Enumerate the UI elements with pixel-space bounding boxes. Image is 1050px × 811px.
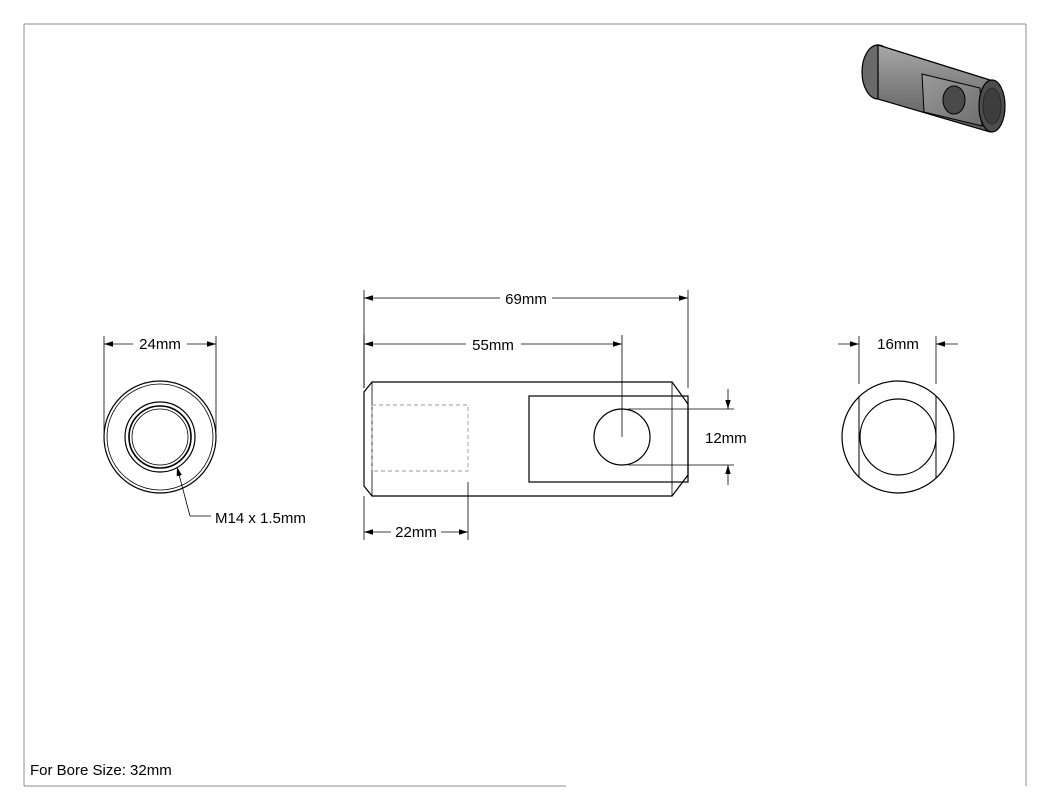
label-end-diameter: 24mm xyxy=(139,336,181,353)
isometric-view xyxy=(861,44,1006,133)
dim-pin-center: 55mm xyxy=(363,335,623,437)
dim-pin-hole: 12mm xyxy=(628,389,747,485)
front-view xyxy=(363,381,689,497)
label-pin-center: 55mm xyxy=(472,337,514,354)
label-thread: M14 x 1.5mm xyxy=(215,510,306,527)
dim-thread-depth: 22mm xyxy=(363,482,469,541)
hidden-thread-bore xyxy=(371,404,469,472)
dim-overall-length: 69mm xyxy=(363,290,689,388)
right-end-view xyxy=(841,380,955,494)
left-end-view xyxy=(103,380,217,494)
label-slot-width: 16mm xyxy=(877,336,919,353)
dim-end-diameter: 24mm xyxy=(103,336,217,432)
leader-thread: M14 x 1.5mm xyxy=(176,466,306,527)
label-overall-length: 69mm xyxy=(505,291,547,308)
label-thread-depth: 22mm xyxy=(395,524,437,541)
label-pin-hole: 12mm xyxy=(705,430,747,447)
dim-slot-width: 16mm xyxy=(838,336,958,384)
bore-size-note: For Bore Size: 32mm xyxy=(30,762,172,779)
sheet-border xyxy=(23,23,1027,787)
